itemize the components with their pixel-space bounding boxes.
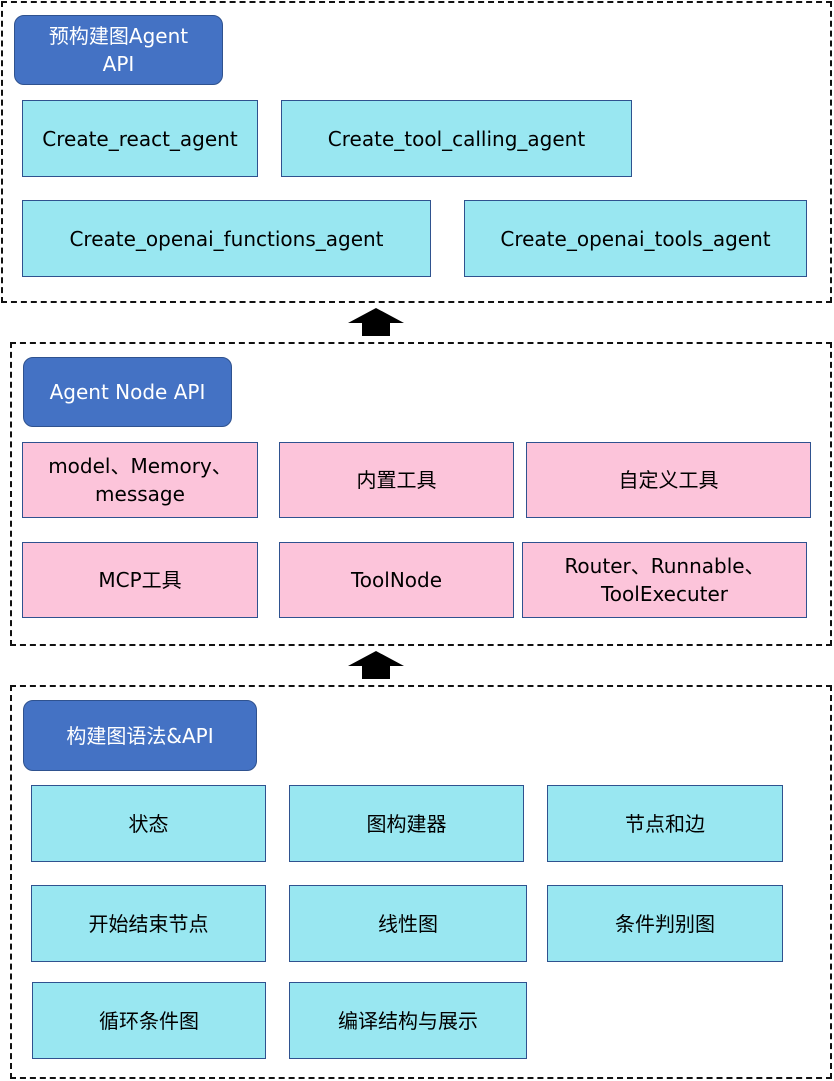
create-react-agent-label: Create_react_agent: [42, 126, 238, 151]
graph-builder-box: 图构建器: [289, 785, 524, 862]
up-arrow-icon: [348, 651, 404, 679]
builtin-tools-box: 内置工具: [279, 442, 514, 518]
create-openai-functions-agent-label: Create_openai_functions_agent: [69, 226, 384, 251]
start-end-nodes-label: 开始结束节点: [88, 911, 209, 936]
builtin-tools-label: 内置工具: [356, 468, 437, 492]
nodes-and-edges-box: 节点和边: [547, 785, 783, 862]
agent-node-api-header-label: Agent Node API: [49, 380, 206, 404]
state-label: 状态: [128, 811, 169, 836]
prebuilt-agent-api-header: 预构建图Agent API: [14, 15, 223, 85]
compile-and-display-box: 编译结构与展示: [289, 982, 527, 1059]
create-openai-tools-agent-label: Create_openai_tools_agent: [500, 226, 771, 251]
loop-conditional-graph-label: 循环条件图: [99, 1008, 199, 1033]
graph-syntax-api-section: [10, 685, 832, 1079]
graph-syntax-api-header: 构建图语法&API: [23, 700, 257, 771]
conditional-graph-box: 条件判别图: [547, 885, 783, 962]
create-tool-calling-agent-box: Create_tool_calling_agent: [281, 100, 632, 177]
prebuilt-agent-api-header-label: 预构建图Agent API: [48, 24, 189, 76]
compile-and-display-label: 编译结构与展示: [338, 1008, 478, 1033]
graph-syntax-api-header-label: 构建图语法&API: [66, 723, 214, 748]
toolnode-box: ToolNode: [279, 542, 514, 618]
create-openai-functions-agent-box: Create_openai_functions_agent: [22, 200, 431, 277]
toolnode-label: ToolNode: [350, 568, 443, 592]
linear-graph-label: 线性图: [378, 911, 438, 936]
custom-tools-box: 自定义工具: [526, 442, 811, 518]
router-runnable-toolexecuter-label: Router、Runnable、 ToolExecuter: [564, 554, 765, 606]
start-end-nodes-box: 开始结束节点: [31, 885, 266, 962]
loop-conditional-graph-box: 循环条件图: [32, 982, 266, 1059]
mcp-tools-label: MCP工具: [98, 568, 182, 592]
model-memory-message-box: model、Memory、 message: [22, 442, 258, 518]
graph-builder-label: 图构建器: [366, 811, 447, 836]
agent-node-api-header: Agent Node API: [23, 357, 232, 427]
custom-tools-label: 自定义工具: [618, 468, 719, 492]
create-tool-calling-agent-label: Create_tool_calling_agent: [327, 126, 586, 151]
router-runnable-toolexecuter-box: Router、Runnable、 ToolExecuter: [522, 542, 807, 618]
linear-graph-box: 线性图: [289, 885, 527, 962]
state-box: 状态: [31, 785, 266, 862]
up-arrow-icon: [348, 308, 404, 336]
mcp-tools-box: MCP工具: [22, 542, 258, 618]
prebuilt-agent-api-section: [1, 1, 832, 303]
conditional-graph-label: 条件判别图: [615, 911, 715, 936]
nodes-and-edges-label: 节点和边: [625, 811, 705, 836]
model-memory-message-label: model、Memory、 message: [48, 454, 232, 506]
create-react-agent-box: Create_react_agent: [22, 100, 258, 177]
agent-node-api-section: [10, 342, 832, 646]
create-openai-tools-agent-box: Create_openai_tools_agent: [464, 200, 807, 277]
